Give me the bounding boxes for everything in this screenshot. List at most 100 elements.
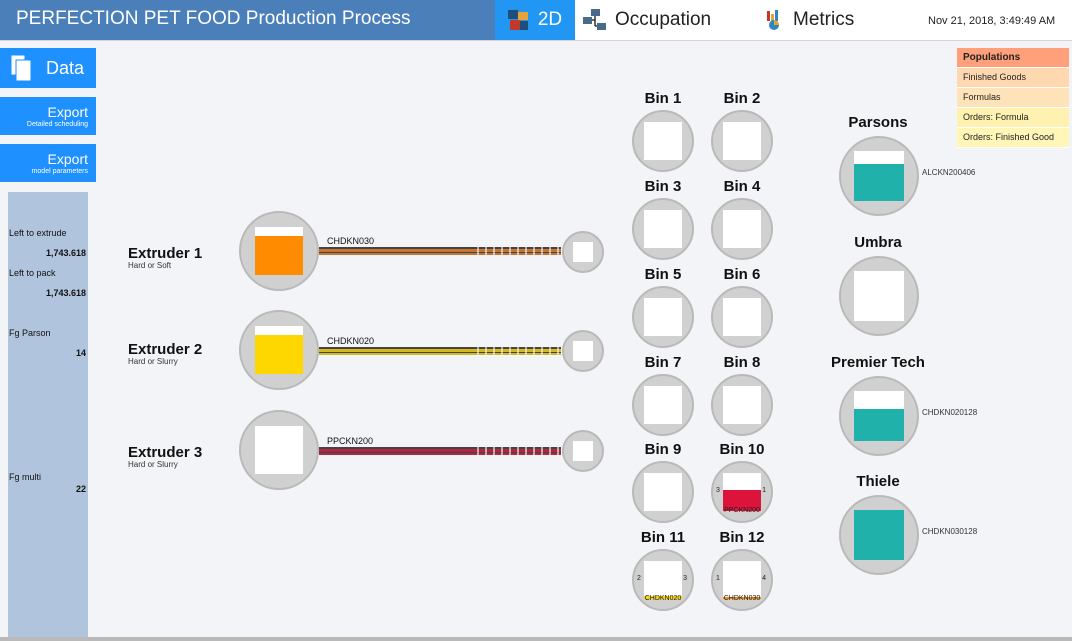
bin-name: Bin 6 — [723, 266, 761, 283]
extruder-fill — [255, 334, 303, 374]
bin-product-code: CHDKN020 — [644, 595, 682, 602]
stat-label: Fg multi — [9, 472, 42, 482]
stats-panel: Left to extrude 1,743.618 Left to pack 1… — [8, 192, 88, 641]
customer-product-code: ALCKN200406 — [922, 168, 976, 177]
bin-tank[interactable] — [711, 286, 773, 348]
bin-tank[interactable] — [632, 461, 694, 523]
customer-tank[interactable] — [839, 495, 919, 575]
stat-value: 1,743.618 — [45, 248, 86, 258]
customer-tank[interactable] — [839, 256, 919, 336]
customer-tank[interactable] — [839, 136, 919, 216]
bin-name: Bin 11 — [640, 529, 686, 546]
documents-icon — [10, 54, 32, 82]
bin-tank[interactable] — [632, 286, 694, 348]
extruder-output[interactable] — [562, 330, 604, 372]
stat-label: Left to extrude — [9, 228, 67, 238]
bin-right-count: 4 — [762, 575, 766, 582]
customer-product-code: CHDKN030128 — [922, 527, 978, 536]
extruder-subtitle: Hard or Slurry — [128, 357, 178, 366]
bin-tank[interactable] — [632, 110, 694, 172]
population-item-orders-finished-good[interactable]: Orders: Finished Good — [957, 128, 1069, 148]
tab-occupation[interactable]: Occupation — [583, 0, 711, 40]
cubes-icon — [507, 10, 528, 30]
tab-2d[interactable]: 2D — [495, 0, 575, 40]
population-item-formulas[interactable]: Formulas — [957, 88, 1069, 108]
export-sublabel: model parameters — [31, 168, 88, 175]
title-bar: PERFECTION PET FOOD Production Process — [0, 0, 495, 40]
stat-label: Left to pack — [9, 268, 56, 278]
customer-tank[interactable] — [839, 376, 919, 456]
bin-name: Bin 3 — [644, 178, 682, 195]
extruder-tank[interactable] — [239, 310, 319, 390]
bin-tank[interactable] — [711, 110, 773, 172]
bin-tank[interactable] — [711, 374, 773, 436]
export-label: Export — [47, 151, 88, 167]
extruder-product-code: PPCKN200 — [327, 436, 374, 446]
chart-icon — [767, 10, 779, 30]
stat-value: 22 — [75, 484, 86, 494]
stat-value: 1,743.618 — [45, 288, 86, 298]
stat-value: 14 — [75, 348, 86, 358]
data-button[interactable]: Data — [0, 48, 96, 88]
app-title: PERFECTION PET FOOD Production Process — [16, 8, 411, 29]
datetime-display: Nov 21, 2018, 3:49:49 AM — [928, 15, 1056, 27]
extruder-name: Extruder 2 — [128, 341, 203, 358]
customer-name: Thiele — [856, 473, 900, 490]
extruder-output[interactable] — [562, 231, 604, 273]
bin-name: Bin 7 — [644, 354, 682, 371]
export-parameters-button[interactable]: Export model parameters — [0, 144, 96, 182]
customer-name: Umbra — [854, 234, 902, 251]
extruder-name: Extruder 1 — [128, 245, 203, 262]
bin-product-code: CHDKN030 — [723, 595, 761, 602]
extruder-product-code: CHDKN020 — [327, 336, 375, 346]
bin-fill — [644, 595, 682, 599]
extruder-conveyor — [319, 447, 561, 455]
customer-product-code: CHDKN020128 — [922, 408, 978, 417]
extruder-subtitle: Hard or Slurry — [128, 460, 178, 469]
data-button-label: Data — [46, 58, 85, 78]
customer-fill — [854, 510, 904, 560]
bottom-border — [0, 637, 1072, 641]
bin-name: Bin 10 — [719, 441, 765, 458]
bin-product-code: PPCKN200 — [724, 507, 760, 514]
population-item-finished-goods[interactable]: Finished Goods — [957, 68, 1069, 88]
bin-tank[interactable] — [632, 374, 694, 436]
tab-metrics-label: Metrics — [793, 9, 855, 30]
tab-2d-label: 2D — [537, 9, 563, 30]
stat-label: Fg Parson — [9, 328, 51, 338]
population-item-orders-formula[interactable]: Orders: Formula — [957, 108, 1069, 128]
customer-name: Premier Tech — [831, 354, 925, 371]
bin-left-count: 1 — [716, 575, 720, 582]
extruder-fill — [255, 235, 303, 275]
bin-left-count: 2 — [637, 575, 641, 582]
extruder-output[interactable] — [562, 430, 604, 472]
bin-name: Bin 12 — [719, 529, 765, 546]
export-scheduling-button[interactable]: Export Detailed scheduling — [0, 97, 96, 135]
extruder-tank[interactable] — [239, 211, 319, 291]
export-label: Export — [47, 104, 88, 120]
bin-name: Bin 8 — [723, 354, 761, 371]
bin-fill — [723, 490, 761, 511]
extruder-subtitle: Hard or Soft — [128, 261, 172, 270]
extruder-product-code: CHDKN030 — [327, 236, 375, 246]
populations-title: Populations — [957, 48, 1069, 68]
bin-name: Bin 2 — [723, 90, 761, 107]
bin-right-count: 1 — [762, 487, 766, 494]
extruder-conveyor — [319, 347, 561, 355]
export-sublabel: Detailed scheduling — [26, 121, 88, 128]
bin-left-count: 3 — [716, 487, 720, 494]
tab-occupation-label: Occupation — [615, 9, 712, 30]
bin-name: Bin 4 — [723, 178, 761, 195]
extruder-conveyor — [319, 247, 561, 255]
extruder-name: Extruder 3 — [128, 444, 203, 461]
customer-name: Parsons — [848, 114, 908, 131]
bin-fill — [723, 596, 761, 599]
bin-tank[interactable] — [711, 198, 773, 260]
extruder-tank[interactable] — [239, 410, 319, 490]
tab-metrics[interactable]: Metrics — [765, 0, 854, 40]
bin-tank[interactable] — [632, 198, 694, 260]
bin-name: Bin 5 — [644, 266, 682, 283]
